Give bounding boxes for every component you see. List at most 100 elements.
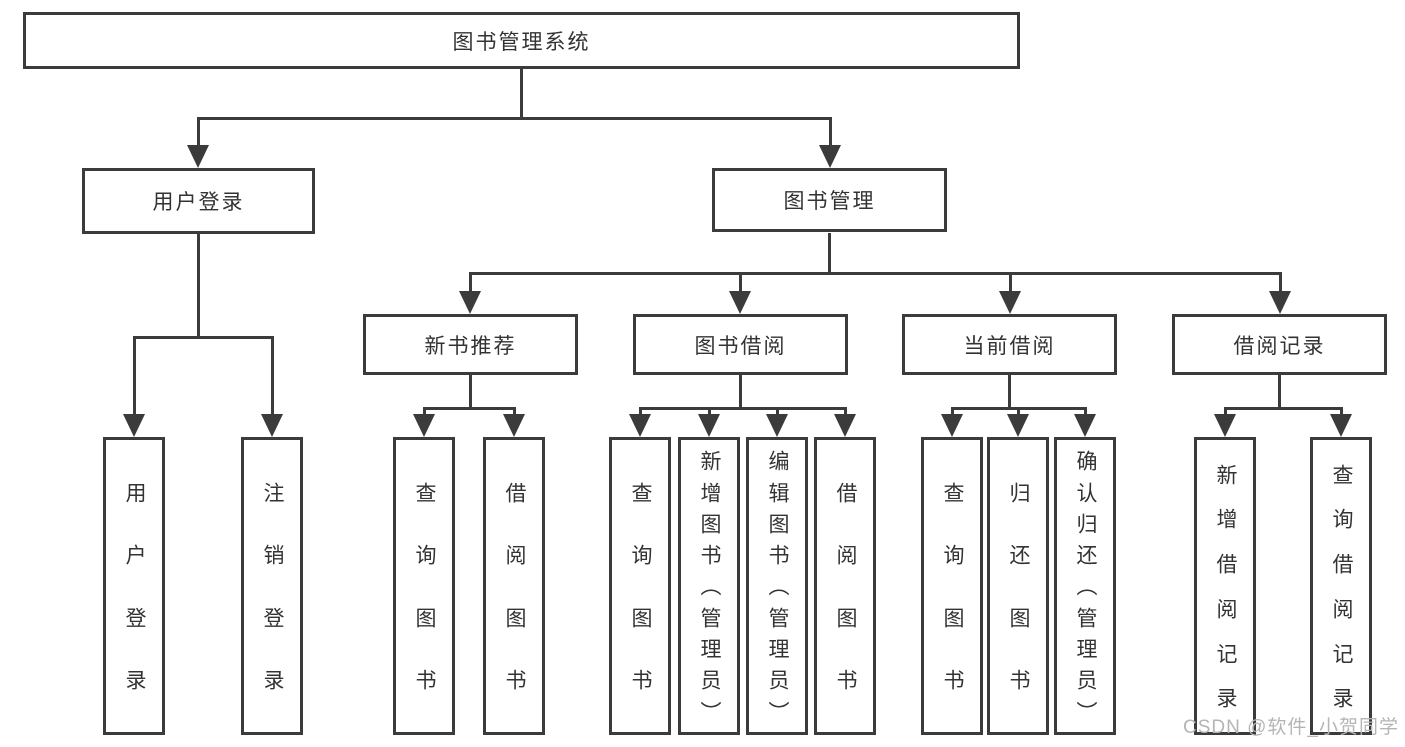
char: 管 [766, 606, 789, 628]
node-borrow-books: 借阅图书 [814, 437, 876, 735]
char: 书 [834, 669, 857, 691]
char: 理 [1074, 638, 1097, 660]
arrow-stem-line [271, 336, 274, 416]
char: 图 [629, 606, 652, 628]
connector-line [520, 69, 523, 118]
char: （ [1074, 575, 1097, 597]
char: ） [766, 700, 789, 722]
node-return-books: 归还图书 [987, 437, 1049, 735]
arrow-stem-line [739, 272, 742, 293]
char: 询 [413, 544, 436, 566]
char: 注 [261, 481, 284, 503]
arrow-down-icon [999, 291, 1021, 314]
arrow-stem-line [708, 407, 711, 416]
connector-line [197, 234, 200, 338]
char: 认 [1074, 481, 1097, 503]
arrow-down-icon [503, 414, 525, 437]
char: 新 [698, 450, 721, 472]
arrow-down-icon [819, 145, 841, 168]
arrow-stem-line [133, 336, 136, 416]
char: 辑 [766, 481, 789, 503]
connector-line [1224, 407, 1343, 410]
char: 图 [413, 606, 436, 628]
char: ） [698, 700, 721, 722]
arrow-down-icon [459, 291, 481, 314]
char: 询 [1330, 508, 1353, 530]
char: 录 [261, 669, 284, 691]
arrow-stem-line [1340, 407, 1343, 416]
arrow-down-icon [1214, 414, 1236, 437]
node-query-books-current: 查询图书 [921, 437, 983, 735]
char: 编 [766, 450, 789, 472]
arrow-down-icon [413, 414, 435, 437]
connector-line [828, 233, 831, 274]
char: 登 [123, 606, 146, 628]
char: 还 [1007, 544, 1030, 566]
arrow-stem-line [469, 272, 472, 293]
node-confirm-return-admin: 确认归还（管理员） [1054, 437, 1116, 735]
char: 销 [261, 544, 284, 566]
char: 书 [698, 544, 721, 566]
char: 阅 [503, 544, 526, 566]
arrow-stem-line [829, 117, 832, 147]
connector-line [423, 407, 516, 410]
node-book-management: 图书管理 [712, 168, 947, 232]
char: 书 [413, 669, 436, 691]
char: 记 [1214, 642, 1237, 664]
char: 图 [766, 512, 789, 534]
char: 查 [413, 481, 436, 503]
arrow-down-icon [834, 414, 856, 437]
char: 录 [1330, 687, 1353, 709]
char: 阅 [1214, 597, 1237, 619]
node-library-management-system: 图书管理系统 [23, 12, 1020, 69]
char: （ [698, 575, 721, 597]
char: 归 [1074, 512, 1097, 534]
char: 登 [261, 606, 284, 628]
char: ） [1074, 700, 1097, 722]
arrow-down-icon [766, 414, 788, 437]
arrow-stem-line [1224, 407, 1227, 416]
char: 借 [1330, 553, 1353, 575]
arrow-stem-line [1279, 272, 1282, 293]
char: 员 [1074, 669, 1097, 691]
char: 查 [1330, 463, 1353, 485]
char: 借 [503, 481, 526, 503]
connector-line [469, 375, 472, 409]
char: 查 [629, 481, 652, 503]
node-user-login: 用户登录 [82, 168, 315, 234]
node-current-borrowing: 当前借阅 [902, 314, 1117, 375]
char: 询 [941, 544, 964, 566]
arrow-stem-line [1084, 407, 1087, 416]
arrow-down-icon [941, 414, 963, 437]
node-query-borrow-record: 查询借阅记录 [1310, 437, 1372, 735]
csdn-watermark: CSDN @软件_小贺同学 [1183, 717, 1399, 738]
arrow-stem-line [423, 407, 426, 416]
char: 阅 [1330, 597, 1353, 619]
char: 询 [629, 544, 652, 566]
char: 书 [629, 669, 652, 691]
node-query-books-borrow: 查询图书 [609, 437, 671, 735]
char: 书 [941, 669, 964, 691]
arrow-stem-line [844, 407, 847, 416]
connector-line [739, 375, 742, 409]
arrow-down-icon [261, 414, 283, 437]
connector-line [197, 117, 832, 120]
char: 图 [698, 512, 721, 534]
char: 管 [698, 606, 721, 628]
connector-line [1008, 375, 1011, 409]
node-add-borrow-record: 新增借阅记录 [1194, 437, 1256, 735]
arrow-stem-line [776, 407, 779, 416]
arrow-down-icon [698, 414, 720, 437]
node-new-book-recommend: 新书推荐 [363, 314, 578, 375]
char: 员 [698, 669, 721, 691]
arrow-stem-line [1009, 272, 1012, 293]
arrow-stem-line [513, 407, 516, 416]
char: 增 [698, 481, 721, 503]
char: 确 [1074, 450, 1097, 472]
arrow-stem-line [1017, 407, 1020, 416]
char: 新 [1214, 463, 1237, 485]
char: 图 [941, 606, 964, 628]
char: 户 [123, 544, 146, 566]
char: 用 [123, 481, 146, 503]
